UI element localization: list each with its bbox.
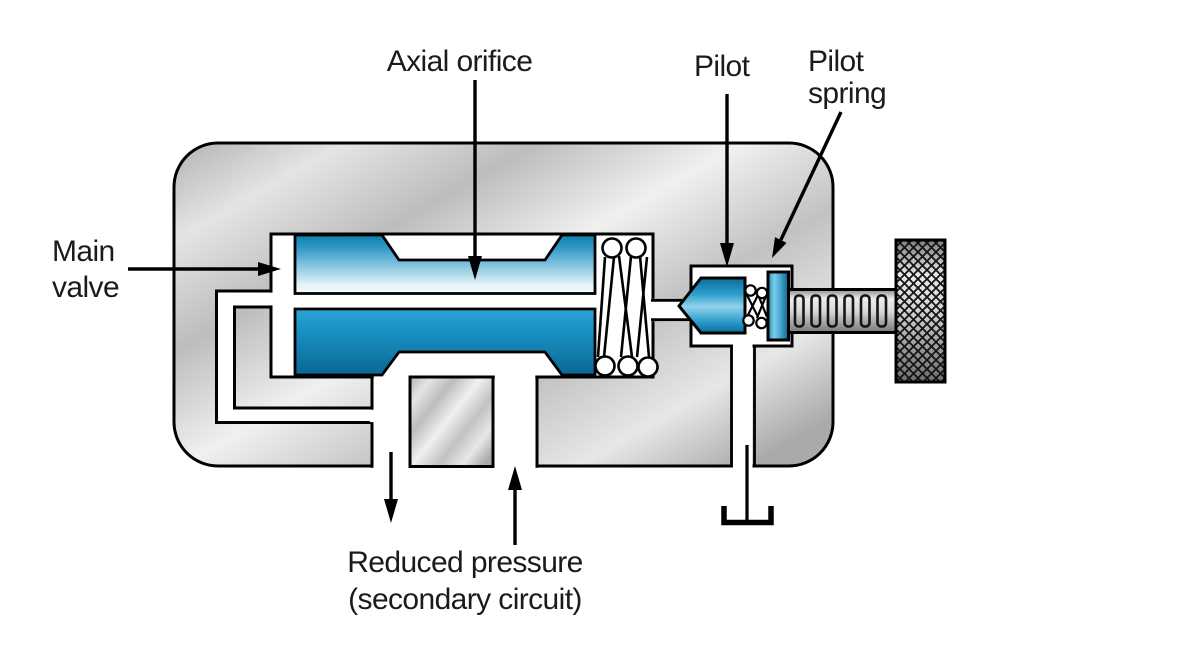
outlet-island-block (408, 375, 495, 468)
label-reduced-pressure-line1: Reduced pressure (347, 546, 583, 579)
pilot-spring-arrow (772, 111, 843, 258)
drain-channel (730, 344, 756, 475)
adjustment-screw[interactable] (785, 288, 898, 334)
feedback-channel (215, 289, 373, 424)
label-pilot-spring-line2: spring (808, 77, 887, 110)
annotation-arrows (128, 80, 843, 545)
label-pilot: Pilot (694, 50, 750, 83)
label-pilot-spring: Pilot spring (808, 45, 887, 110)
label-reduced-pressure-line2: (secondary circuit) (348, 583, 582, 616)
drain-to-tank-symbol (721, 445, 774, 526)
reduced-pressure-down-arrow (384, 452, 398, 523)
channel-junctions (268, 292, 545, 478)
label-main-valve-line1: Main (52, 235, 115, 268)
knurled-adjustment-knob[interactable] (894, 238, 947, 384)
pilot-spring-seat-washer (766, 270, 790, 342)
main-valve-arrow (128, 262, 281, 276)
label-reduced-pressure: Reduced pressure (secondary circuit) (335, 544, 595, 618)
main-valve-spool (293, 233, 597, 377)
label-main-valve: Main valve (52, 234, 120, 306)
pilot-arrow (720, 94, 734, 267)
label-pilot-spring-line1: Pilot (808, 45, 864, 78)
pilot-poppet (677, 276, 747, 335)
label-main-valve-line2: valve (52, 271, 120, 304)
main-spool-spring (594, 237, 659, 378)
axial-orifice-arrow (468, 80, 482, 280)
reduced-pressure-up-arrow (508, 466, 522, 545)
screw-threads (793, 294, 888, 328)
label-axial-orifice: Axial orifice (386, 45, 533, 78)
pilot-spring-coil (742, 284, 769, 330)
